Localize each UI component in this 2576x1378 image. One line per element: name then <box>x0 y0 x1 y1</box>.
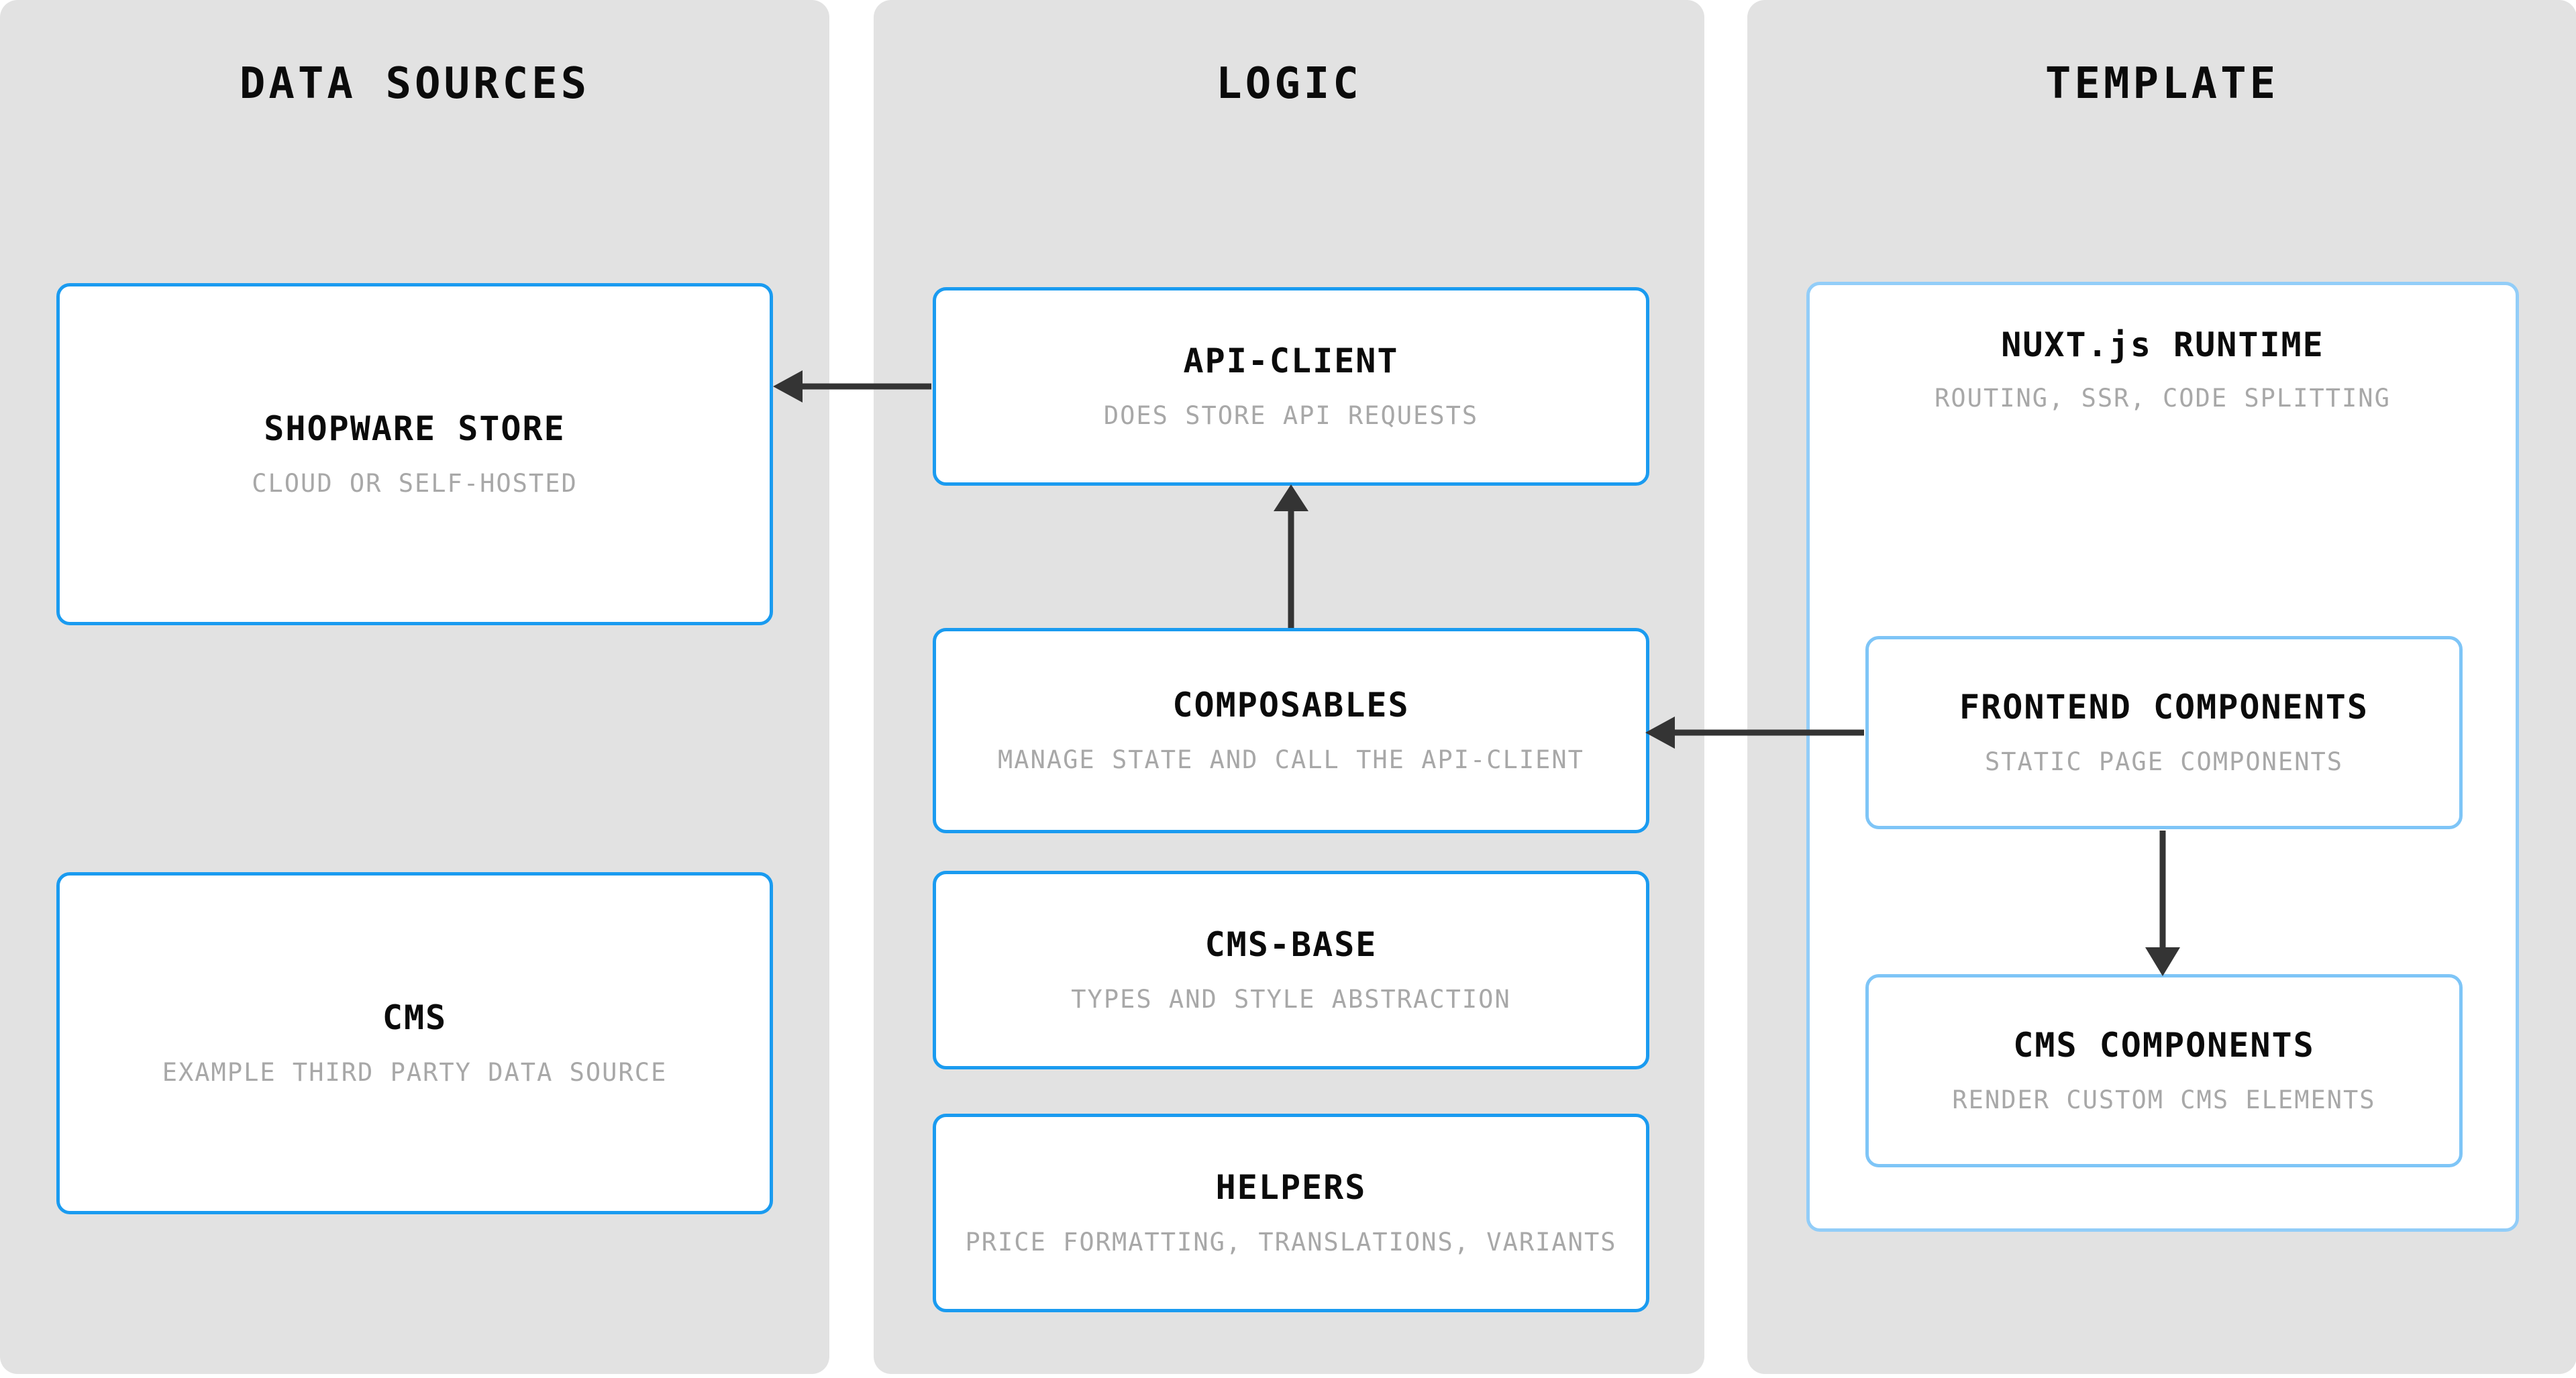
node-title-composables: COMPOSABLES <box>1172 686 1410 725</box>
node-title-api-client: API-CLIENT <box>1183 341 1399 381</box>
node-subtitle-helpers: PRICE FORMATTING, TRANSLATIONS, VARIANTS <box>965 1228 1617 1257</box>
node-title-helpers: HELPERS <box>1215 1168 1367 1208</box>
node-helpers[interactable]: HELPERS PRICE FORMATTING, TRANSLATIONS, … <box>933 1114 1649 1312</box>
node-shopware-store[interactable]: SHOPWARE STORE CLOUD OR SELF-HOSTED <box>56 283 773 625</box>
node-cms[interactable]: CMS EXAMPLE THIRD PARTY DATA SOURCE <box>56 872 773 1214</box>
node-subtitle-api-client: DOES STORE API REQUESTS <box>1103 401 1479 431</box>
node-cms-base[interactable]: CMS-BASE TYPES AND STYLE ABSTRACTION <box>933 871 1649 1069</box>
node-subtitle-cms-base: TYPES AND STYLE ABSTRACTION <box>1071 985 1511 1014</box>
node-title-nuxt-runtime: NUXT.js RUNTIME <box>2001 325 2324 364</box>
node-title-cms-components: CMS COMPONENTS <box>2013 1026 2315 1065</box>
node-subtitle-composables: MANAGE STATE AND CALL THE API-CLIENT <box>998 745 1584 775</box>
node-subtitle-nuxt-runtime: ROUTING, SSR, CODE SPLITTING <box>1935 384 2391 413</box>
node-subtitle-cms: EXAMPLE THIRD PARTY DATA SOURCE <box>162 1058 668 1088</box>
node-subtitle-frontend-components: STATIC PAGE COMPONENTS <box>1984 747 2344 777</box>
column-header-logic: LOGIC <box>1216 59 1362 109</box>
node-api-client[interactable]: API-CLIENT DOES STORE API REQUESTS <box>933 287 1649 486</box>
node-subtitle-cms-components: RENDER CUSTOM CMS ELEMENTS <box>1952 1085 2376 1115</box>
column-header-template: TEMPLATE <box>2045 59 2279 109</box>
node-cms-components[interactable]: CMS COMPONENTS RENDER CUSTOM CMS ELEMENT… <box>1865 974 2463 1167</box>
node-title-cms: CMS <box>382 998 448 1038</box>
node-composables[interactable]: COMPOSABLES MANAGE STATE AND CALL THE AP… <box>933 628 1649 833</box>
column-header-data-sources: DATA SOURCES <box>239 59 590 109</box>
node-title-frontend-components: FRONTEND COMPONENTS <box>1959 688 2369 727</box>
node-frontend-components[interactable]: FRONTEND COMPONENTS STATIC PAGE COMPONEN… <box>1865 636 2463 829</box>
node-subtitle-shopware-store: CLOUD OR SELF-HOSTED <box>252 469 578 498</box>
node-title-shopware-store: SHOPWARE STORE <box>264 409 566 449</box>
node-title-cms-base: CMS-BASE <box>1204 925 1378 965</box>
